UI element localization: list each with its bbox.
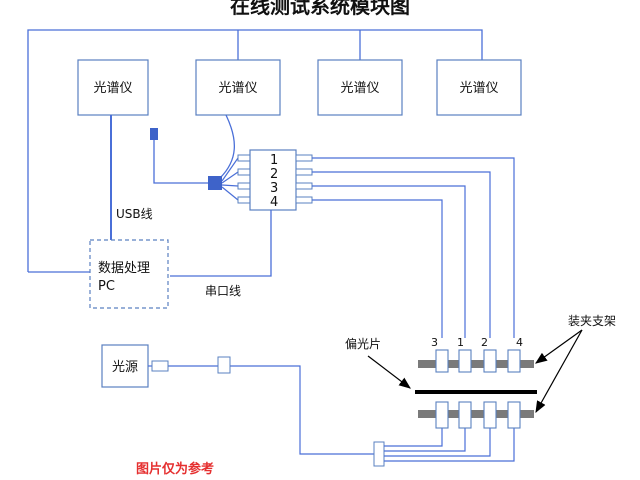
light-source-box [101, 344, 149, 388]
data-processing-pc [89, 239, 169, 309]
usb-label: USB线 [116, 207, 153, 221]
light-source-fiber [148, 365, 374, 455]
spectrometer-fiber [219, 114, 236, 179]
lower-holder [418, 410, 534, 418]
fiber-connector [150, 128, 158, 140]
upper-holder [418, 360, 534, 368]
top-bus-wire [27, 29, 483, 273]
spectrometer-label: 光谱仪 [218, 81, 257, 96]
hub-fan-wires [221, 157, 239, 201]
clamp-arrow-lower [535, 329, 583, 414]
probe-label: 4 [516, 336, 523, 349]
reference-footnote: 图片仅为参考 [136, 461, 214, 477]
switch-channel-2: 2 [270, 167, 278, 182]
probe-label: 3 [431, 336, 438, 349]
polarizer [415, 390, 537, 394]
diagram-title: 在线测试系统模块图 [230, 0, 410, 18]
switch-output-fibers [312, 157, 515, 338]
spectrometer-label: 光谱仪 [340, 81, 379, 96]
splitter [373, 441, 385, 467]
pc-label-line2: PC [98, 279, 115, 294]
source-connector-1 [151, 360, 169, 372]
switch-channel-4: 4 [270, 195, 278, 210]
switch-channel-3: 3 [270, 181, 278, 196]
switch-hub [208, 176, 222, 190]
switch-output-tabs [295, 154, 313, 204]
splitter-fibers [384, 428, 515, 462]
switch-channel-1: 1 [270, 153, 278, 168]
lower-probes [435, 401, 521, 429]
probe-label: 1 [457, 336, 464, 349]
pc-label-line1: 数据处理 [98, 261, 150, 276]
connector-fiber [153, 140, 210, 184]
probe-label: 2 [481, 336, 488, 349]
spectrometer-3: 光谱仪 [317, 59, 403, 116]
light-source-label: 光源 [112, 360, 138, 375]
serial-wire [170, 210, 272, 277]
switch-input-tabs [237, 154, 251, 204]
clamp-label: 装夹支架 [568, 314, 616, 328]
spectrometer-1: 光谱仪 [77, 59, 149, 116]
clamp-arrow-upper [535, 329, 583, 364]
optical-switch [249, 149, 297, 211]
spectrometer-4: 光谱仪 [436, 59, 522, 116]
upper-probes [435, 349, 521, 373]
serial-label: 串口线 [205, 284, 241, 298]
spectrometer-label: 光谱仪 [93, 81, 132, 96]
spectrometer-2: 光谱仪 [195, 59, 281, 116]
spectrometer-label: 光谱仪 [459, 81, 498, 96]
polarizer-arrow [367, 355, 411, 389]
source-connector-2 [217, 356, 231, 374]
polarizer-label: 偏光片 [345, 336, 381, 351]
